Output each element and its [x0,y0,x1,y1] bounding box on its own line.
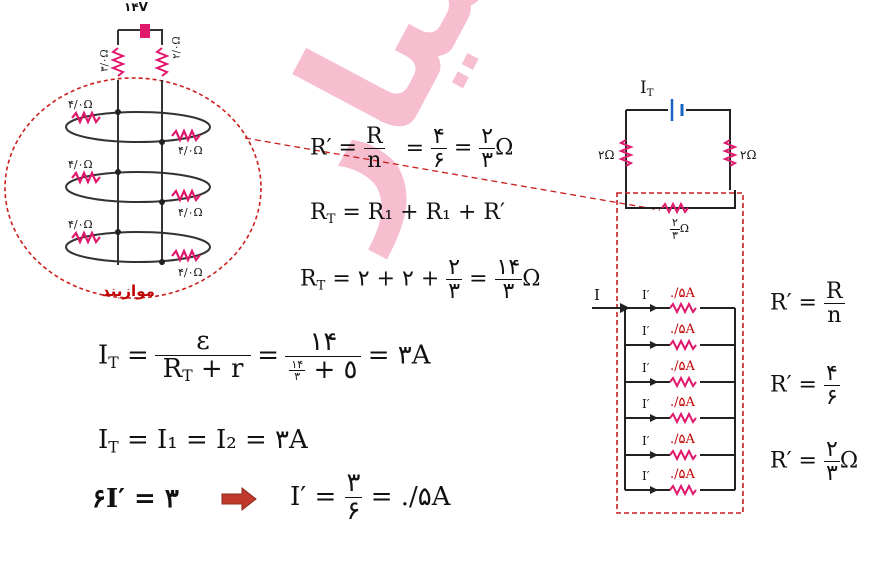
battery-label: ۱۴V [124,0,148,14]
right-right-resistor [722,139,738,167]
input-current-arrowhead [620,303,630,313]
right-left-resistor-label: ۲Ω [598,148,615,162]
branch-current-label: I′ [642,361,650,375]
rt-sum-sub: T [326,211,336,227]
parallel-dashed-box [616,192,744,514]
coil-resistor-l1 [71,110,101,125]
branch-resistor-6 [669,483,697,497]
it-frac1: ε RT + r [155,327,252,385]
rt-val-eq: = [469,266,488,292]
six-i-equation: ۶I′ = ۳ [92,484,179,514]
rt-val-sub: T [316,278,326,294]
branch-resistor-3 [669,375,697,389]
coil-label-r1: ۴/۰Ω [178,144,203,157]
parallel-branches [624,307,736,491]
battery-symbol [140,24,150,38]
it-eq2: = [257,340,280,371]
it-equal-rhs: = I₁ = I₂ = ۳A [126,425,308,455]
i-prime-result: = ./۵A [370,481,451,512]
branch-current-label: I′ [642,434,650,448]
rt-val-unit: Ω [522,266,541,292]
it-lhs-sub: T [108,353,119,372]
branch-value-label: ./۵A [670,432,695,447]
r-prime-lhs: R′ = [310,135,357,161]
rt-val-mid: = ۲ + ۲ + [332,266,440,292]
r-prime-eq2: = [453,135,473,161]
coil-label-r2: ۴/۰Ω [178,206,203,219]
coil-1 [65,111,211,143]
branch-resistor-2 [669,338,697,352]
branch-current-label: I′ [642,397,650,411]
branch-value-label: ./۵A [670,359,695,374]
branch-resistor-1 [669,301,697,315]
r-prime-unit: Ω [495,135,514,161]
branch-current-label: I′ [642,324,650,338]
branch-current-label: I′ [642,469,650,483]
rt-sum-equation: RT = R₁ + R₁ + R′ [310,200,505,227]
top-loop-wire [117,29,163,45]
pointer-line [244,137,661,211]
coil-resistor-r3 [171,248,201,263]
right-right-resistor-label: ۲Ω [740,148,757,162]
top-right-resistor [154,47,170,77]
parallel-highlight-ellipse [4,77,262,299]
it-equal-sub: T [108,438,119,457]
branch-value-label: ./۵A [670,467,695,482]
it-lhs: I [98,340,109,371]
coil-resistor-r2 [171,188,201,203]
source-current-label: IT [640,78,654,99]
coil-resistor-r1 [171,128,201,143]
coil-resistor-l3 [71,230,101,245]
branch-current-label: I′ [642,288,650,302]
branch-arrowheads [650,304,658,494]
branch-resistor-5 [669,448,697,462]
rt-val-lhs: R [300,266,317,292]
input-current-label: I [594,286,600,304]
top-left-resistor [110,47,126,77]
parallel-caption: موازیند [102,282,155,300]
coil-2 [65,171,211,203]
coil-resistor-l2 [71,170,101,185]
r-prime-eq: = [405,135,425,161]
coil-label-l3: ۴/۰Ω [68,218,93,231]
it-equal-lhs: I [98,425,109,455]
branch-value-label: ./۵A [670,286,695,301]
coil-label-l2: ۴/۰Ω [68,158,93,171]
coil-3 [65,231,211,263]
rt-sum-lhs: R [310,200,327,225]
it-result: = ۳A [367,340,431,371]
i-prime-lhs: I′ = [290,481,337,512]
implies-arrow [221,486,257,512]
right-bottom-resistor [661,201,689,215]
right-top-circuit [625,109,736,209]
branch-resistor-4 [669,411,697,425]
rt-sum-rhs: = R₁ + R₁ + R′ [342,200,505,225]
top-right-resistor-label: ۲/۰Ω [171,36,183,59]
top-left-resistor-label: ۳/۰Ω [99,49,111,72]
coil-label-l1: ۴/۰Ω [68,98,93,111]
branch-value-label: ./۵A [670,322,695,337]
right-left-resistor [618,139,634,167]
branch-value-label: ./۵A [670,395,695,410]
it-eq1: = [126,340,149,371]
it-equal-equation: IT = I₁ = I₂ = ۳A [98,425,308,457]
coil-label-r3: ۴/۰Ω [178,266,203,279]
